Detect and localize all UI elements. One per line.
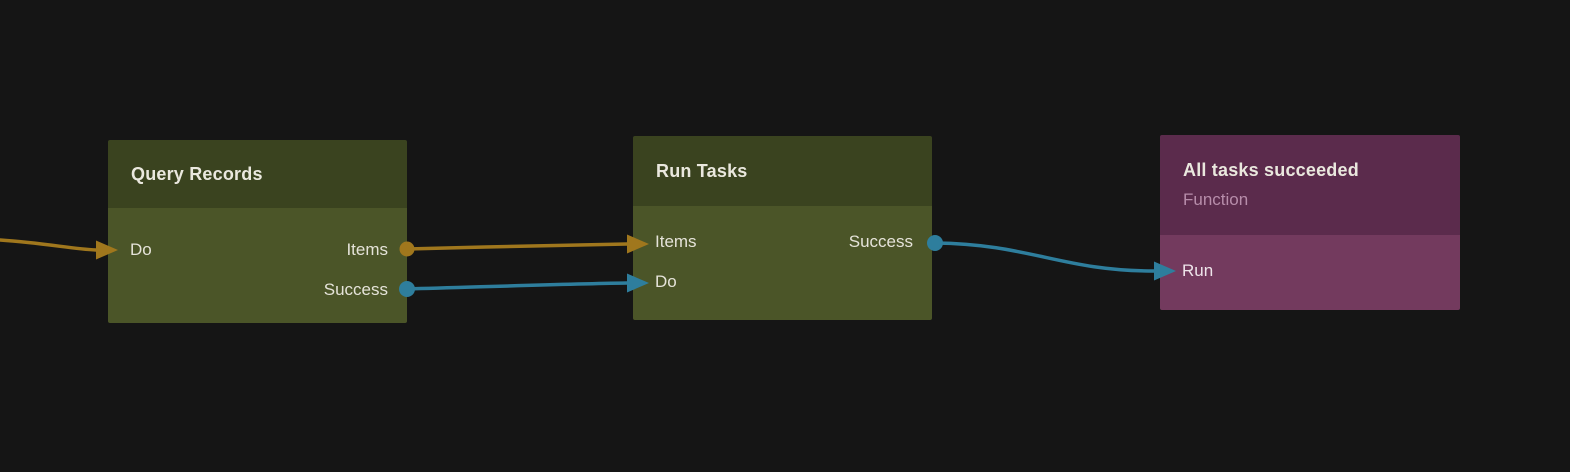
node-all-tasks-succeeded-header[interactable]: All tasks succeeded Function xyxy=(1160,135,1460,235)
input-port-do[interactable]: Do xyxy=(655,272,677,291)
node-run-tasks-body: Items Success Do xyxy=(633,206,932,320)
output-port-items[interactable]: Items xyxy=(346,240,388,259)
arrowhead-runtasks-items-input[interactable] xyxy=(627,234,649,254)
node-all-tasks-succeeded[interactable]: All tasks succeeded Function Run xyxy=(1160,135,1460,310)
port-row: Items Success xyxy=(655,222,913,262)
wire-query-items-to-runtasks-items[interactable] xyxy=(405,242,629,251)
port-row: Success xyxy=(130,270,388,310)
arrowhead-alltasks-run-input[interactable] xyxy=(1154,261,1176,281)
node-query-records-header[interactable]: Query Records xyxy=(108,140,407,208)
port-row: Do Items xyxy=(130,230,388,270)
input-port-run[interactable]: Run xyxy=(1182,261,1214,280)
node-title: All tasks succeeded xyxy=(1183,160,1359,180)
output-port-success[interactable]: Success xyxy=(323,280,388,299)
wire-runtasks-success-to-alltasks-run[interactable] xyxy=(933,241,1156,273)
input-port-do[interactable]: Do xyxy=(130,240,152,259)
output-port-success[interactable]: Success xyxy=(848,232,913,251)
arrowhead-query-do-input[interactable] xyxy=(96,240,118,260)
node-run-tasks[interactable]: Run Tasks Items Success Do xyxy=(633,136,932,320)
arrowhead-runtasks-do-input[interactable] xyxy=(627,273,649,293)
node-title: Run Tasks xyxy=(656,161,748,181)
node-subtitle: Function xyxy=(1183,190,1249,209)
wire-query-success-to-runtasks-do[interactable] xyxy=(405,281,629,291)
port-row: Run xyxy=(1182,251,1441,291)
node-query-records-body: Do Items Success xyxy=(108,208,407,323)
node-run-tasks-header[interactable]: Run Tasks xyxy=(633,136,932,206)
input-port-items[interactable]: Items xyxy=(655,232,697,251)
port-row: Do xyxy=(655,262,913,302)
wire-offscreen-to-query-do[interactable] xyxy=(0,238,98,252)
node-query-records[interactable]: Query Records Do Items Success xyxy=(108,140,407,323)
node-title: Query Records xyxy=(131,164,263,184)
node-all-tasks-succeeded-body: Run xyxy=(1160,235,1460,310)
